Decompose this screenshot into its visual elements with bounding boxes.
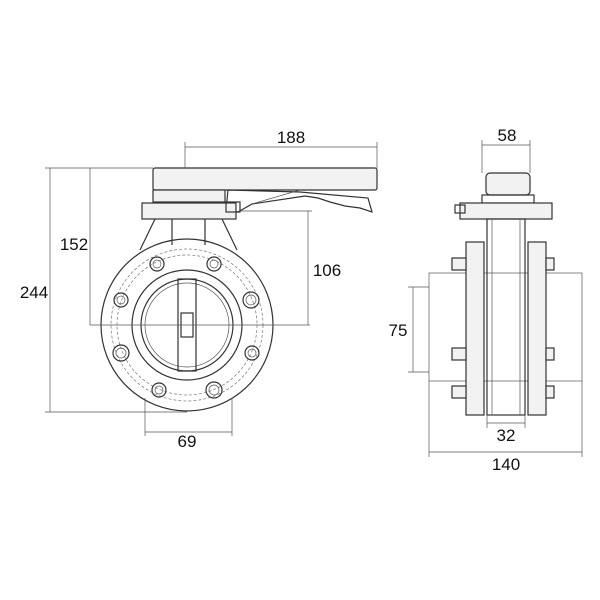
dim-top-width: 58 <box>498 126 517 145</box>
dimension-lines-side <box>408 140 583 457</box>
handle-lever <box>152 167 378 213</box>
dim-body-width: 32 <box>497 426 516 445</box>
bolt-holes <box>112 256 260 399</box>
pipe-outline <box>428 272 583 382</box>
dim-handle-length: 188 <box>277 128 305 147</box>
side-bolts <box>451 257 555 399</box>
dim-bolt-spacing: 69 <box>178 432 197 451</box>
dim-total-height: 244 <box>20 283 48 302</box>
valve-body <box>486 218 526 416</box>
side-view <box>408 140 583 457</box>
top-plate <box>141 202 237 220</box>
dim-total-width: 140 <box>492 455 520 474</box>
dim-center-to-top: 106 <box>313 261 341 280</box>
dim-height-to-handle: 152 <box>60 235 88 254</box>
right-flange <box>527 241 547 416</box>
dimension-lines-front <box>45 142 378 436</box>
stem-cap <box>485 172 531 196</box>
side-top-plate <box>459 202 553 220</box>
left-flange <box>465 241 485 416</box>
dim-side-offset: 75 <box>389 321 408 340</box>
front-view <box>45 142 378 436</box>
